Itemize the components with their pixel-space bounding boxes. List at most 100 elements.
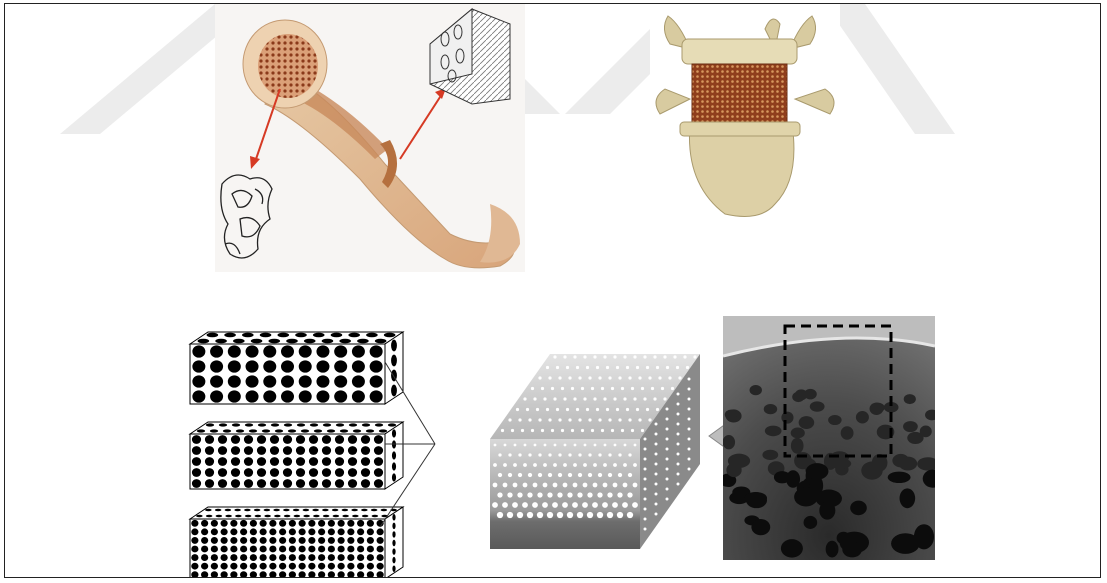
pore-dot	[322, 435, 331, 444]
pore-dot	[537, 492, 542, 497]
pore-dot	[688, 458, 691, 461]
pore-dot	[598, 376, 601, 379]
pore-dot	[308, 554, 315, 561]
watermark-chevron-right	[825, 4, 955, 134]
pore-dot	[588, 376, 591, 379]
pore-dot-top	[294, 515, 300, 518]
pore-dot	[318, 537, 325, 544]
pore-dot	[527, 492, 532, 497]
pore-dot	[493, 483, 498, 488]
pore-dot	[260, 528, 267, 535]
pore-dot-top	[297, 423, 305, 426]
pore-dot-top	[286, 339, 298, 344]
pore-dot-top	[260, 333, 272, 338]
pore-dot	[269, 537, 276, 544]
pore-dot-side	[392, 514, 395, 520]
pore-dot	[632, 502, 638, 508]
pore-dot	[498, 453, 501, 456]
pore-dot-top	[371, 509, 377, 512]
pore-dot	[191, 563, 198, 570]
pore-dot	[576, 408, 579, 411]
pore-dot	[352, 360, 365, 372]
pore-dot	[622, 502, 628, 508]
sem-pore	[810, 401, 825, 411]
pore-dot	[309, 446, 318, 455]
pore-dot	[281, 360, 294, 372]
pore-dot	[279, 554, 286, 561]
pore-dot	[587, 512, 593, 518]
pore-dot	[357, 546, 364, 553]
pore-dot	[587, 492, 592, 497]
pore-dot	[210, 390, 223, 402]
pore-dot	[578, 453, 581, 456]
pore-dot	[279, 546, 286, 553]
pore-dot	[584, 444, 587, 447]
pore-dot	[192, 345, 205, 357]
pore-dot	[586, 408, 589, 411]
pore-dot	[655, 493, 658, 496]
pore-dot	[283, 435, 292, 444]
pore-dot	[656, 408, 659, 411]
pore-dot	[497, 492, 502, 497]
sem-pore	[903, 421, 918, 432]
pore-dot	[583, 355, 586, 358]
pore-dot	[655, 473, 658, 476]
pore-dot	[523, 397, 526, 400]
pore-dot	[316, 390, 329, 402]
pore-dot	[602, 502, 608, 508]
pore-dot	[557, 492, 562, 497]
pore-dot	[250, 546, 257, 553]
pore-dot	[677, 473, 680, 476]
sem-pore	[850, 501, 867, 516]
sem-pore	[723, 435, 735, 449]
pore-dot-top	[225, 509, 231, 512]
pore-dot	[269, 563, 276, 570]
pore-dot	[677, 433, 680, 436]
pore-dot	[246, 345, 259, 357]
pore-dot	[561, 429, 564, 432]
pore-dot	[210, 345, 223, 357]
pore-dot-side	[392, 557, 395, 563]
pore-dot	[616, 366, 619, 369]
pore-dot	[231, 446, 240, 455]
pore-dot	[671, 387, 674, 390]
pore-dot	[289, 554, 296, 561]
pore-dot	[603, 355, 606, 358]
pore-dot	[308, 546, 315, 553]
pore-dot	[677, 413, 680, 416]
pore-dot	[263, 360, 276, 372]
pore-dot	[367, 520, 374, 527]
pore-dot	[503, 463, 507, 467]
pore-dot	[573, 483, 578, 488]
pore-dot	[289, 563, 296, 570]
pore-dot-top	[348, 333, 360, 338]
pore-dot-top	[268, 339, 280, 344]
pore-dot	[281, 345, 294, 357]
pore-dot-top	[349, 423, 357, 426]
pore-dot	[334, 375, 347, 387]
pore-dot	[374, 479, 383, 488]
pore-dot	[578, 418, 581, 421]
pore-dot	[503, 483, 508, 488]
pore-dot	[613, 483, 618, 488]
pore-dot-top	[242, 333, 254, 338]
pore-dot	[666, 428, 669, 431]
sem-pore	[791, 438, 804, 454]
pore-dot-top	[210, 429, 218, 432]
sem-pore	[900, 488, 916, 508]
pore-dot	[191, 546, 198, 553]
pore-dot	[511, 429, 514, 432]
pore-dot-top	[258, 423, 266, 426]
pore-dot-top	[322, 339, 334, 344]
pore-dot	[544, 444, 547, 447]
pore-dot	[513, 463, 517, 467]
pore-dot	[352, 375, 365, 387]
pore-dot	[210, 375, 223, 387]
pore-dot-top	[225, 515, 231, 518]
pore-dot-top	[301, 429, 309, 432]
pore-dot	[296, 457, 305, 466]
pore-dot-top	[375, 423, 383, 426]
pore-dot-top	[332, 509, 338, 512]
pore-dot	[677, 423, 680, 426]
pore-dot	[240, 528, 247, 535]
